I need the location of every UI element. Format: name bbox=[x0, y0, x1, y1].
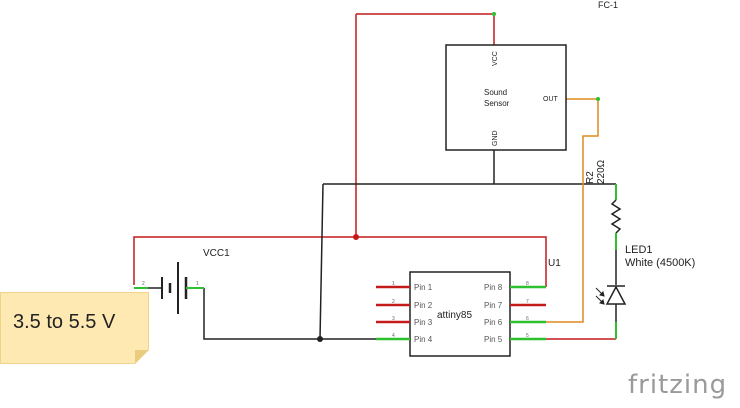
u1-pin1-num: 1 bbox=[392, 281, 395, 287]
vcc1-battery[interactable]: 2 1 VCC1 bbox=[134, 248, 230, 314]
u1-attiny85[interactable]: attiny85 U1 Pin 1 Pin 2 Pin 3 Pin 4 1 2 … bbox=[376, 258, 561, 357]
wire-gnd-drop[interactable] bbox=[319, 183, 324, 340]
u1-pin7-num: 7 bbox=[526, 299, 529, 305]
u1-pin8-num: 8 bbox=[526, 281, 529, 287]
fc1-title-line1: Sound bbox=[484, 88, 507, 97]
r2-resistor[interactable]: R2 220Ω bbox=[585, 159, 622, 250]
u1-pin5-num: 5 bbox=[526, 333, 529, 339]
wire-battery-to-pin4[interactable] bbox=[203, 288, 390, 340]
wire-vcc-rail[interactable] bbox=[133, 236, 547, 287]
u1-pin3-num: 3 bbox=[392, 316, 395, 322]
u1-chip-label: attiny85 bbox=[437, 310, 472, 321]
u1-body bbox=[409, 271, 511, 357]
u1-pin2-num: 2 bbox=[392, 299, 395, 305]
junction-out bbox=[596, 97, 600, 101]
led1-description: White (4500K) bbox=[625, 257, 695, 269]
r2-zigzag bbox=[610, 199, 622, 234]
r2-designator: R2 bbox=[585, 171, 596, 184]
u1-pin5-label: Pin 5 bbox=[484, 335, 503, 344]
voltage-note-text: 3.5 to 5.5 V bbox=[13, 311, 116, 333]
wire-vcc-to-sensor[interactable] bbox=[356, 13, 495, 45]
fc1-designator: FC-1 bbox=[598, 0, 618, 10]
led1-designator: LED1 bbox=[625, 244, 653, 256]
u1-pin2-label: Pin 2 bbox=[414, 301, 433, 310]
vcc1-designator: VCC1 bbox=[203, 248, 230, 259]
ground-wires bbox=[203, 150, 616, 340]
fc1-title-line2: Sensor bbox=[484, 99, 510, 108]
battery-pin-2: 2 bbox=[142, 281, 145, 287]
fc1-pin-vcc-label: VCC bbox=[492, 51, 499, 66]
led1[interactable]: LED1 White (4500K) bbox=[595, 244, 695, 339]
u1-pin3-label: Pin 3 bbox=[414, 318, 433, 327]
r2-value: 220Ω bbox=[596, 159, 607, 184]
note-fold-corner bbox=[135, 350, 149, 364]
u1-pin1-label: Pin 1 bbox=[414, 283, 433, 292]
u1-pin4-label: Pin 4 bbox=[414, 335, 433, 344]
u1-pin4-num: 4 bbox=[392, 333, 395, 339]
junction-gnd bbox=[317, 336, 323, 342]
fc1-pin-out-label: OUT bbox=[543, 96, 559, 103]
fritzing-logo: fritzing bbox=[628, 370, 728, 400]
junction-vcc-top bbox=[492, 12, 496, 16]
led1-triangle bbox=[605, 285, 627, 305]
junction-vcc bbox=[353, 234, 359, 240]
u1-designator: U1 bbox=[548, 258, 561, 269]
fc1-pin-gnd-label: GND bbox=[492, 130, 499, 146]
u1-pin6-label: Pin 6 bbox=[484, 318, 503, 327]
battery-pin-1: 1 bbox=[196, 281, 199, 287]
led1-light-arrows bbox=[595, 287, 605, 305]
voltage-note[interactable]: 3.5 to 5.5 V bbox=[0, 292, 149, 364]
u1-pin7-label: Pin 7 bbox=[484, 301, 503, 310]
fc1-body bbox=[445, 44, 567, 151]
u1-pin8-label: Pin 8 bbox=[484, 283, 503, 292]
u1-pin6-num: 6 bbox=[526, 316, 529, 322]
wire-out-to-pin6[interactable] bbox=[520, 98, 599, 323]
fc1-sound-sensor[interactable]: FC-1 VCC GND OUT Sound Sensor bbox=[445, 0, 618, 151]
